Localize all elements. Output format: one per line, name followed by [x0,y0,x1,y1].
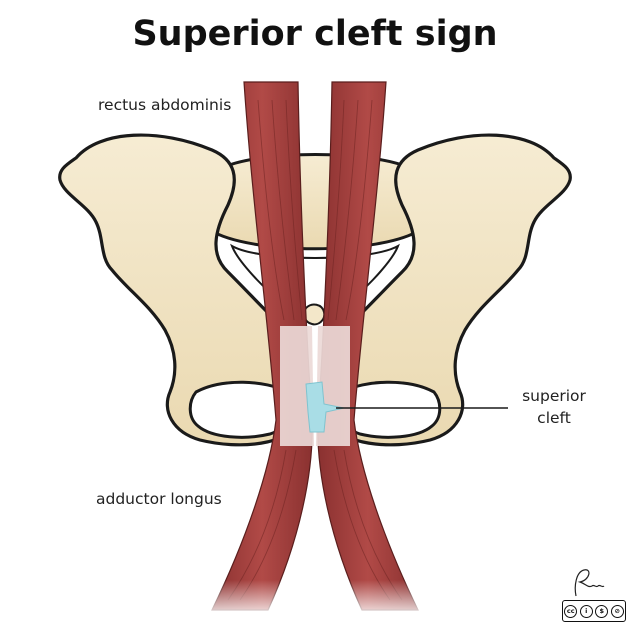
sa-icon: ⊘ [610,604,624,618]
left-tendon-region [280,326,314,446]
label-superior-cleft: superior cleft [514,385,594,429]
label-rectus-abdominis: rectus abdominis [98,96,232,114]
label-adductor-longus: adductor longus [96,490,222,508]
right-hip-bone [328,133,572,447]
superior-cleft-mark [305,381,345,433]
label-superior-cleft-line2: cleft [537,409,571,427]
cc-icon: cc [564,604,578,618]
artist-signature-icon [574,569,605,597]
diagram-title: Superior cleft sign [132,14,498,54]
sacrum-shape [208,153,422,251]
bottom-fade [150,580,480,620]
label-superior-cleft-line1: superior [522,387,586,405]
by-icon: i [579,604,593,618]
left-obturator-foramen [188,380,293,439]
coccyx-shape [303,303,326,326]
nc-icon: $ [595,604,609,618]
right-obturator-foramen [337,380,442,439]
left-hip-bone [58,133,302,447]
creative-commons-icon: cc i $ ⊘ [562,600,626,622]
